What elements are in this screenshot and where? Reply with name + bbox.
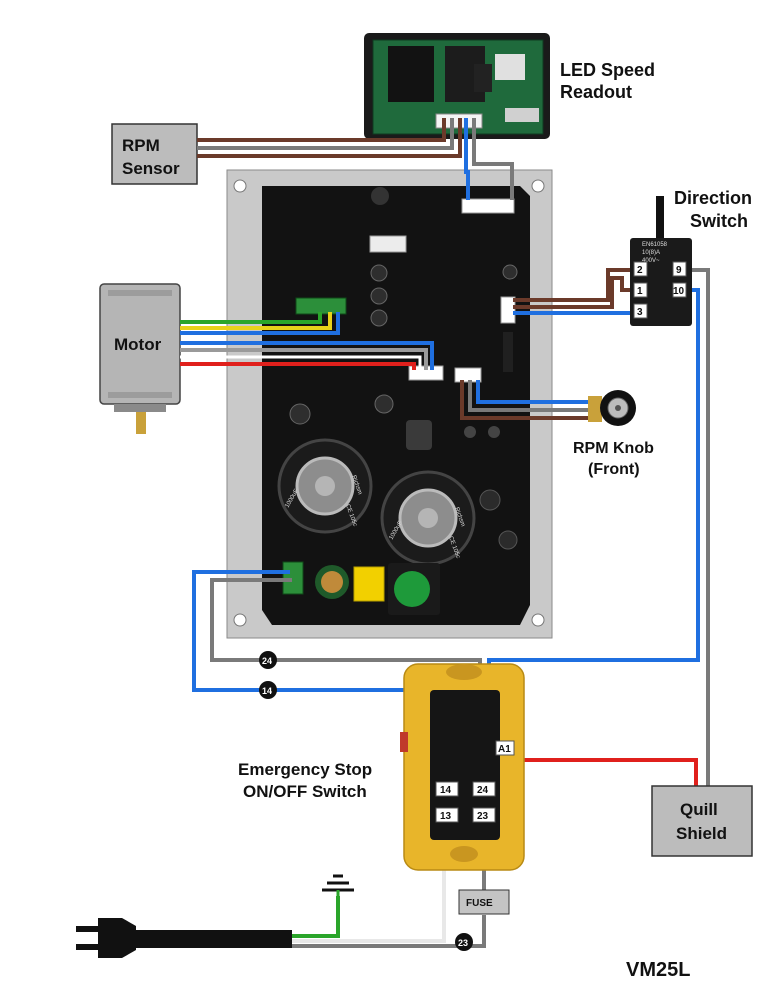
power-plug: [76, 918, 292, 958]
estop-terminal-23: 23: [477, 811, 489, 822]
wire-badge-23: 23: [455, 933, 473, 951]
estop-terminal-14: 14: [440, 785, 452, 796]
wire-badge-14: 14: [259, 681, 277, 699]
wire-badge-24-label: 24: [262, 656, 272, 666]
rpm-knob: [588, 390, 636, 426]
direction-switch-label-1: Direction: [674, 188, 752, 208]
quill-shield-label-2: Shield: [676, 824, 727, 843]
capacitor-right: 1000uF Richsm CE 105c: [380, 470, 476, 566]
fuse-label: FUSE: [466, 898, 493, 909]
motor-label: Motor: [114, 335, 162, 354]
capacitor-left: 1000uF Richsm CE 105c: [277, 438, 373, 534]
estop-terminal-13: 13: [440, 811, 452, 822]
rpm-knob-label-1: RPM Knob: [573, 440, 654, 457]
estop-terminal-a1: A1: [498, 744, 511, 755]
estop-label-2: ON/OFF Switch: [243, 782, 367, 801]
direction-terminal-10: 10: [673, 286, 685, 297]
fuse: FUSE: [458, 889, 510, 915]
quill-shield-label-1: Quill: [680, 800, 718, 819]
direction-terminal-3: 3: [637, 307, 643, 318]
direction-switch-print: EN61058: [642, 242, 668, 248]
rpm-knob-label-2: (Front): [588, 461, 640, 478]
motor: Motor: [99, 283, 181, 434]
direction-terminal-1: 1: [637, 286, 643, 297]
estop-terminal-24: 24: [477, 785, 489, 796]
model-label: VM25L: [626, 959, 690, 981]
wire-badge-24: 24: [259, 651, 277, 669]
rpm-sensor-label-1: RPM: [122, 136, 160, 155]
wire-badge-23-label: 23: [458, 938, 468, 948]
led-speed-readout: [364, 33, 550, 139]
led-readout-label-1: LED Speed: [560, 60, 655, 80]
emergency-stop-switch: A1 14 24 13 23: [400, 663, 525, 871]
ground-symbol: [322, 874, 354, 896]
led-readout-label-2: Readout: [560, 82, 632, 102]
wires: [180, 118, 710, 948]
wire-badge-14-label: 14: [262, 686, 272, 696]
direction-switch-print: 10(8)A: [642, 250, 660, 256]
estop-label-1: Emergency Stop: [238, 760, 372, 779]
rpm-sensor: RPM Sensor: [111, 123, 198, 185]
quill-shield: Quill Shield: [651, 785, 753, 857]
rpm-sensor-label-2: Sensor: [122, 159, 180, 178]
direction-terminal-9: 9: [676, 265, 682, 276]
direction-terminal-2: 2: [637, 265, 643, 276]
direction-switch: EN61058 10(8)A 400V~ 2 9 1 10 3: [630, 196, 692, 326]
direction-switch-label-2: Switch: [690, 211, 748, 231]
direction-switch-print: 400V~: [642, 258, 660, 264]
